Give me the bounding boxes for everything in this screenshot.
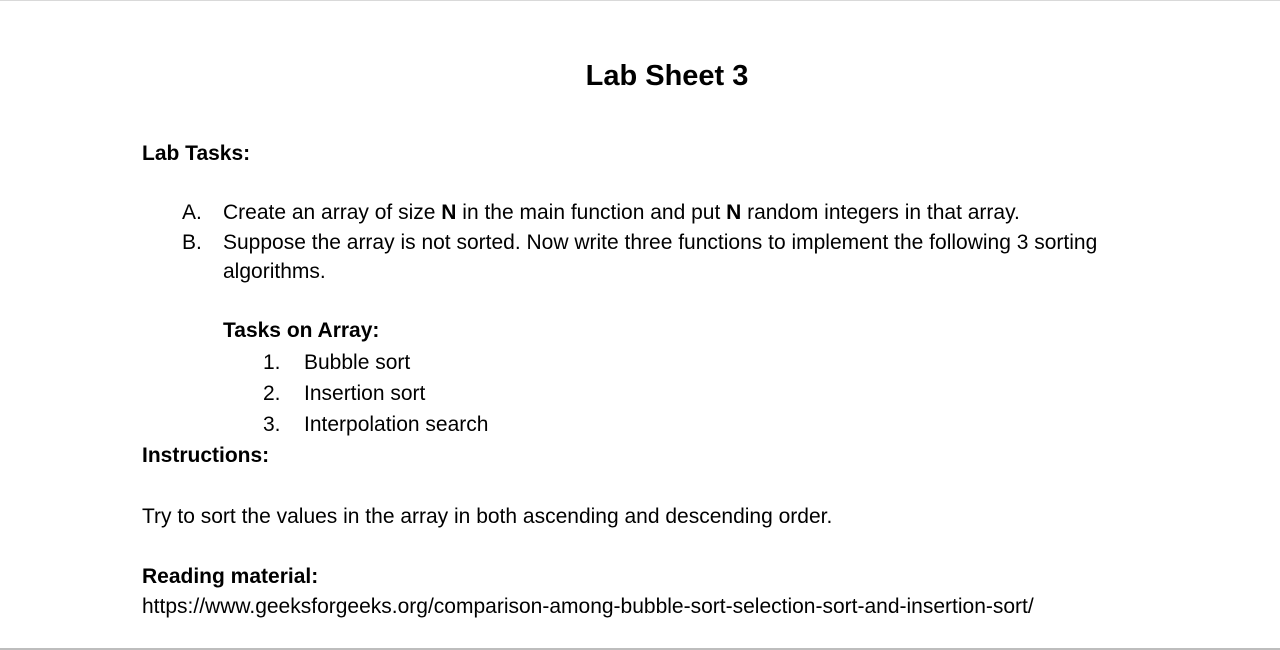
task-a-bold-n-2: N [726, 201, 742, 224]
list-marker: 2. [263, 382, 281, 405]
document-page: Lab Sheet 3 Lab Tasks: A. Create an arra… [142, 0, 1172, 648]
reading-material-line: https://www.geeksforgeeks.org/comparison… [142, 593, 1034, 621]
array-task-label: Bubble sort [304, 351, 411, 374]
page-bottom-border [0, 648, 1280, 650]
page-top-border [0, 0, 1280, 1]
tasks-on-array-heading: Tasks on Array: [223, 319, 380, 342]
array-task-item: 2. Insertion sort [263, 378, 488, 409]
lab-task-list: A. Create an array of size N in the main… [182, 198, 1182, 287]
array-task-item: 3. Interpolation search [263, 409, 488, 440]
array-task-item: 1. Bubble sort [263, 347, 488, 378]
instructions-heading: Instructions: [142, 444, 270, 467]
array-task-label: Insertion sort [304, 382, 426, 405]
task-a-text-3: random integers in that array. [741, 201, 1020, 224]
list-marker: A. [182, 201, 202, 224]
reading-material-link[interactable]: https://www.geeksforgeeks.org/comparison… [142, 595, 1034, 618]
list-marker: 1. [263, 351, 281, 374]
instructions-text: Try to sort the values in the array in b… [142, 505, 833, 528]
lab-task-item-b: B. Suppose the array is not sorted. Now … [182, 228, 1182, 287]
task-b-text: Suppose the array is not sorted. Now wri… [223, 230, 1098, 284]
reading-material-heading: Reading material: [142, 565, 319, 588]
task-a-bold-n-1: N [441, 201, 457, 224]
array-task-label: Interpolation search [304, 413, 489, 436]
array-task-list: 1. Bubble sort 2. Insertion sort 3. Inte… [263, 347, 488, 440]
lab-tasks-heading: Lab Tasks: [142, 142, 251, 165]
task-a-text-1: Create an array of size [223, 201, 442, 224]
lab-task-item-a: A. Create an array of size N in the main… [182, 198, 1182, 228]
list-marker: 3. [263, 413, 281, 436]
list-marker: B. [182, 230, 202, 254]
task-a-text-2: in the main function and put [456, 201, 727, 224]
page-title: Lab Sheet 3 [585, 60, 749, 92]
